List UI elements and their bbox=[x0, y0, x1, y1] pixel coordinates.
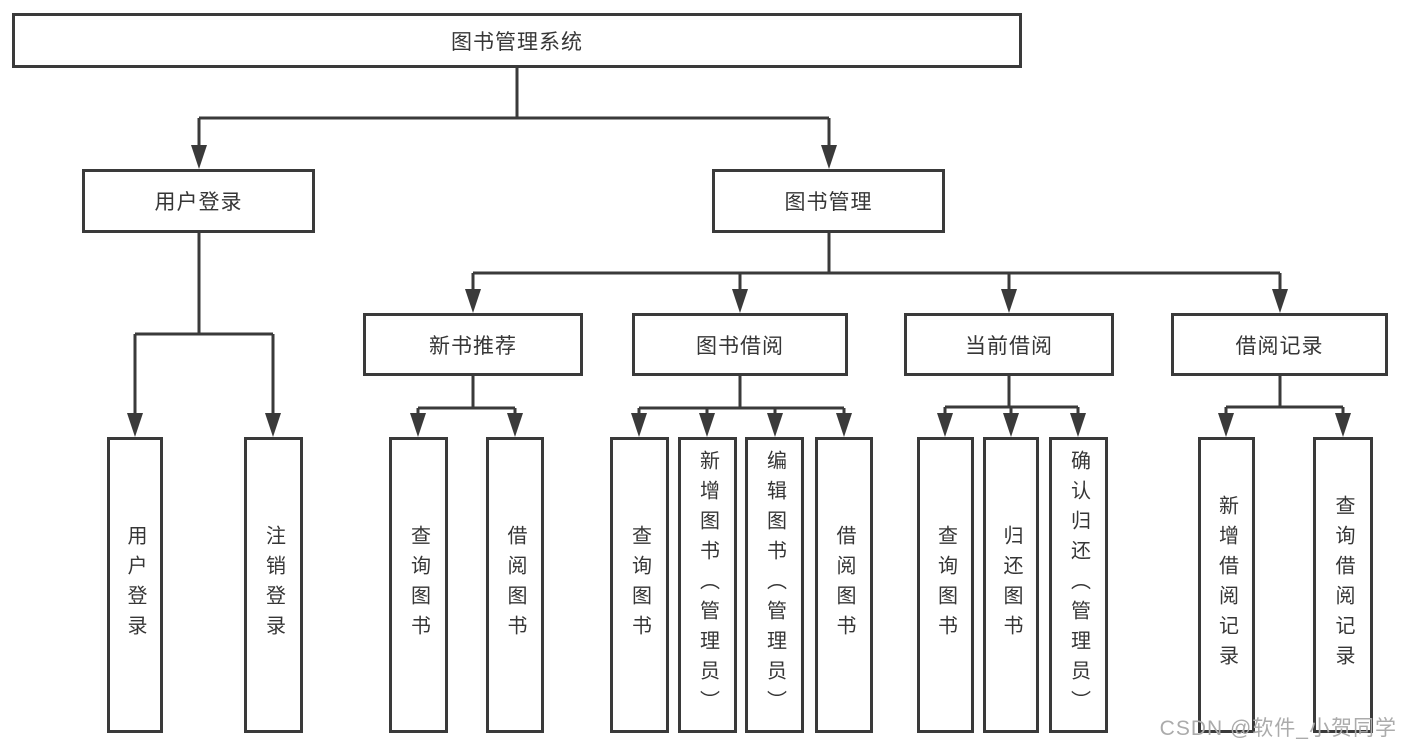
leaf-add-books-admin: 新增图书（管理员） bbox=[678, 437, 737, 733]
leaf-query-books-2: 查询图书 bbox=[610, 437, 669, 733]
node-borrowing-records: 借阅记录 bbox=[1171, 313, 1388, 376]
leaf-borrow-books-1: 借阅图书 bbox=[486, 437, 544, 733]
node-book-management: 图书管理 bbox=[712, 169, 945, 233]
leaf-query-books-3: 查询图书 bbox=[917, 437, 974, 733]
node-library-system: 图书管理系统 bbox=[12, 13, 1022, 68]
leaf-return-books: 归还图书 bbox=[983, 437, 1039, 733]
arrowheads bbox=[127, 145, 1351, 437]
leaf-logout: 注销登录 bbox=[244, 437, 303, 733]
leaf-user-login: 用户登录 bbox=[107, 437, 163, 733]
leaf-confirm-return-admin: 确认归还（管理员） bbox=[1049, 437, 1108, 733]
node-book-borrowing: 图书借阅 bbox=[632, 313, 848, 376]
node-current-borrowing: 当前借阅 bbox=[904, 313, 1114, 376]
node-user-login: 用户登录 bbox=[82, 169, 315, 233]
leaf-query-borrow-record: 查询借阅记录 bbox=[1313, 437, 1373, 733]
leaf-query-books-1: 查询图书 bbox=[389, 437, 448, 733]
node-new-book-recommend: 新书推荐 bbox=[363, 313, 583, 376]
csdn-watermark: CSDN @软件_小贺同学 bbox=[1159, 717, 1397, 740]
leaf-add-borrow-record: 新增借阅记录 bbox=[1198, 437, 1255, 733]
leaf-edit-books-admin: 编辑图书（管理员） bbox=[745, 437, 804, 733]
leaf-borrow-books-2: 借阅图书 bbox=[815, 437, 873, 733]
